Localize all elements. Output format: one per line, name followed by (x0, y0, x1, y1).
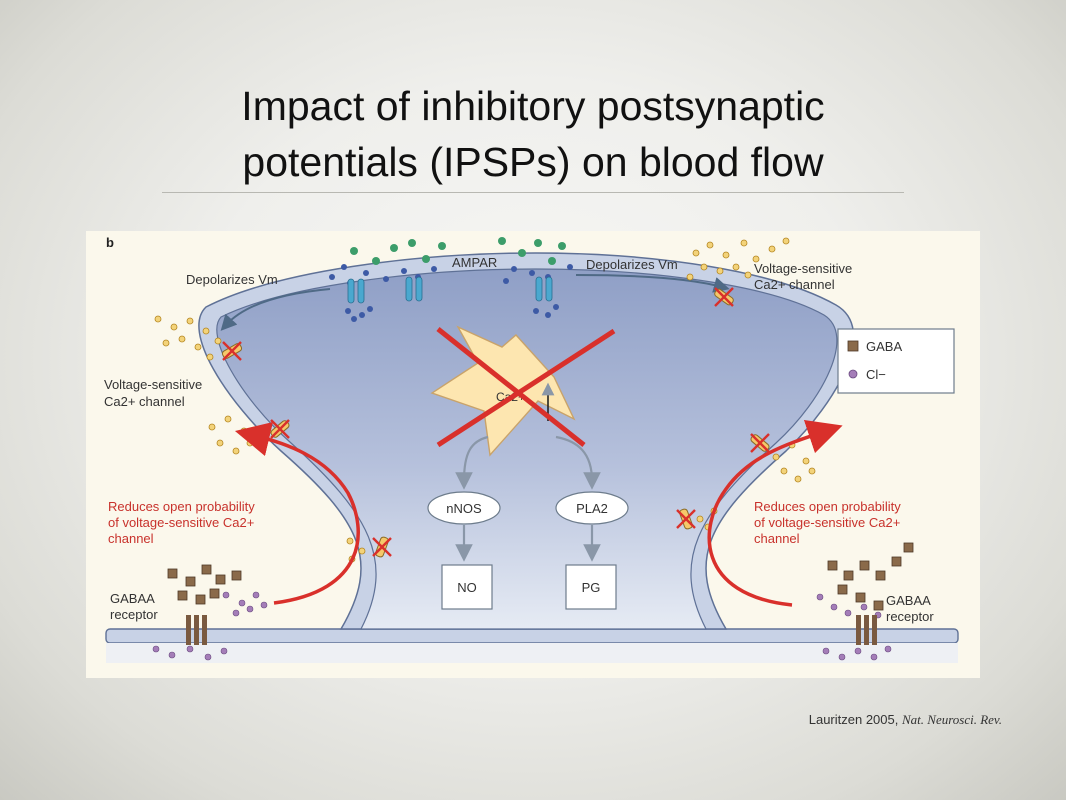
citation-author: Lauritzen 2005, (808, 712, 899, 727)
pla2-oval (555, 491, 629, 525)
ampar-label: AMPAR (452, 255, 497, 270)
blocked-channel-right-1 (750, 433, 770, 453)
calcium-dots-top-right (686, 237, 790, 281)
legend-cl-swatch (848, 369, 858, 379)
depolarizes-left-arrow (220, 288, 331, 331)
pg-label: PG (582, 580, 601, 595)
no-box (441, 564, 493, 610)
vsc-left-label-line-1: Voltage-sensitive (104, 377, 202, 392)
legend-gaba-swatch (847, 340, 859, 352)
vsc-left-label-line-2: Ca2+ channel (104, 394, 185, 409)
depolarizes-left-label: Depolarizes Vm (186, 272, 278, 287)
calcium-dots-mid-left (208, 415, 254, 455)
star-cross-1 (436, 327, 586, 447)
vsc-right-label-line-1: Voltage-sensitive (754, 261, 852, 276)
chloride-dots-right (816, 593, 892, 661)
synapse-figure: b (86, 231, 980, 678)
reduces-arrow-left (234, 421, 360, 605)
depolarizes-right-arrow (575, 274, 730, 293)
blocked-channel-left-1 (221, 341, 243, 361)
depolarizes-right-label: Depolarizes Vm (586, 257, 678, 272)
reduces-right-line-2: of voltage-sensitive Ca2+ (754, 515, 900, 530)
ampar-channel-3 (535, 276, 553, 302)
title-divider (162, 192, 904, 193)
ampar-influx-dots (345, 304, 559, 322)
synapse-diagram: b (104, 235, 959, 663)
calcium-dots-top-left (154, 315, 222, 361)
ampar-channel-1 (347, 278, 365, 304)
blocked-channel-right-2 (676, 508, 696, 530)
star-cross-2 (436, 328, 616, 448)
nnos-oval (427, 491, 501, 525)
gaba-cubes-left (167, 564, 242, 605)
calcium-star: Ca2+ (430, 325, 616, 457)
branch-arrow-left (455, 435, 489, 490)
reduces-right-line-1: Reduces open probability (754, 499, 901, 514)
gaba-receptor-left (186, 615, 207, 645)
vsc-right-label-line-2: Ca2+ channel (754, 277, 835, 292)
slide-title-line-2: potentials (IPSPs) on blood flow (242, 139, 824, 185)
citation-journal: Nat. Neurosci. Rev. (901, 712, 1002, 727)
slide-title: Impact of inhibitory postsynaptic potent… (160, 78, 906, 190)
pla2-label: PLA2 (576, 501, 608, 516)
reduces-left-line-3: channel (108, 531, 154, 546)
gaba-receptor-left-line-2: receptor (110, 607, 158, 622)
floor-membrane (105, 628, 959, 644)
gaba-receptor-right-line-1: GABAA (886, 593, 931, 608)
citation: Lauritzen 2005, Nat. Neurosci. Rev. (809, 712, 1002, 728)
reduces-arrow-right (707, 419, 843, 607)
nnos-label: nNOS (446, 501, 482, 516)
gaba-receptor-right (856, 615, 877, 645)
extracellular-floor (106, 643, 958, 663)
cytoplasm (216, 268, 838, 630)
reduces-right-line-3: channel (754, 531, 800, 546)
pg-box (565, 564, 617, 610)
reduces-left-line-2: of voltage-sensitive Ca2+ (108, 515, 254, 530)
gaba-receptor-left-line-1: GABAA (110, 591, 155, 606)
gaba-receptor-right-line-2: receptor (886, 609, 934, 624)
no-label: NO (457, 580, 477, 595)
chloride-dots-left (152, 591, 268, 661)
slide-title-line-1: Impact of inhibitory postsynaptic (241, 83, 825, 129)
legend-gaba-label: GABA (866, 339, 902, 354)
blocked-channel-top-right (714, 287, 734, 307)
ampar-channel-2 (405, 276, 423, 302)
blocked-channel-left-3 (372, 536, 392, 558)
panel-label: b (106, 235, 114, 250)
reduces-left-line-1: Reduces open probability (108, 499, 255, 514)
glutamate-cluster-left (329, 239, 446, 286)
branch-arrow-right (555, 435, 601, 490)
legend-cl-label: Cl− (866, 367, 886, 382)
legend: GABA Cl− (837, 328, 955, 394)
gaba-cubes-right (827, 542, 914, 611)
